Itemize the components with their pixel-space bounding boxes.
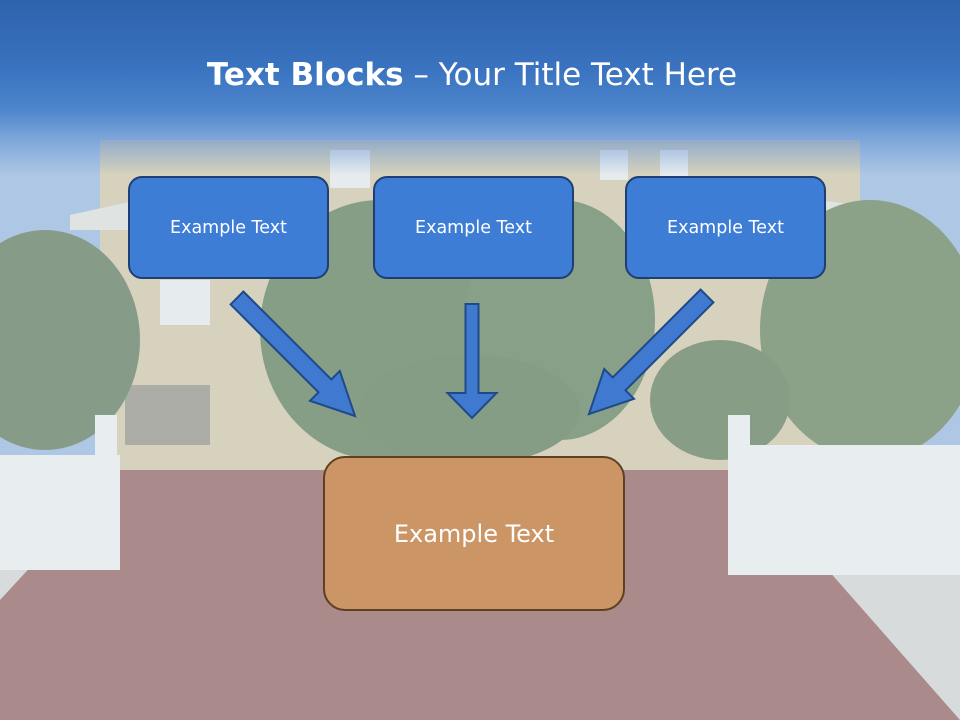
title-dash: – bbox=[403, 57, 439, 93]
text-block-3-label: Example Text bbox=[667, 217, 784, 238]
text-block-3[interactable]: Example Text bbox=[625, 176, 826, 279]
target-text-block-label: Example Text bbox=[393, 519, 555, 548]
title-rest: Your Title Text Here bbox=[438, 57, 738, 93]
slide-title: Text Blocks – Your Title Text Here bbox=[0, 54, 944, 96]
title-band bbox=[0, 0, 960, 175]
arrow-right-diagonal bbox=[587, 288, 715, 416]
target-text-block[interactable]: Example Text bbox=[323, 456, 625, 611]
text-block-2-label: Example Text bbox=[415, 217, 532, 238]
arrow-center-down bbox=[445, 303, 499, 420]
text-block-1-label: Example Text bbox=[170, 217, 287, 238]
title-bold: Text Blocks bbox=[206, 57, 404, 93]
text-block-2[interactable]: Example Text bbox=[373, 176, 574, 279]
arrow-left-diagonal bbox=[229, 290, 357, 418]
text-block-1[interactable]: Example Text bbox=[128, 176, 329, 279]
